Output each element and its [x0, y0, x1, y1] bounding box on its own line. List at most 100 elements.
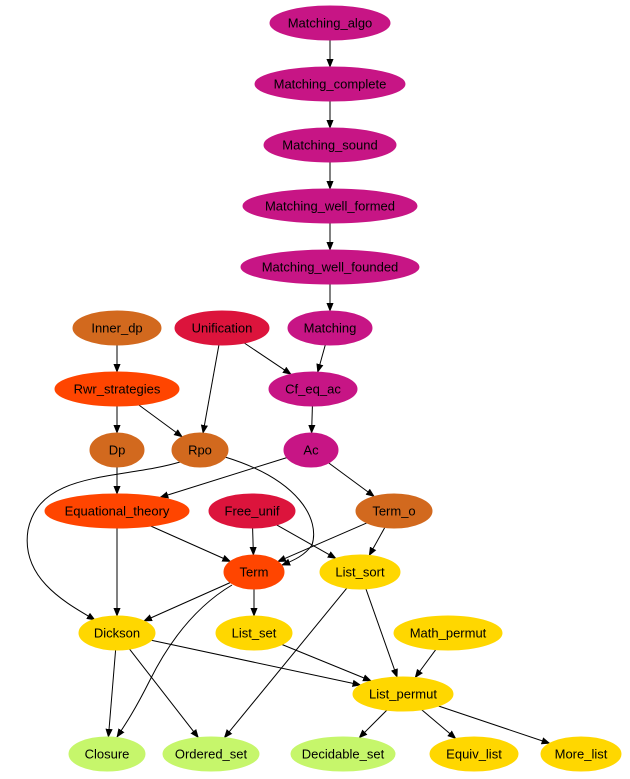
edge-dickson-to-list-permut [151, 639, 362, 687]
node-rpo: Rpo [171, 432, 229, 468]
node-shape [44, 493, 190, 529]
node-matching-algo: Matching_algo [269, 5, 391, 41]
node-label: Ac [303, 443, 319, 458]
node-label: Rpo [188, 443, 212, 458]
node-shape [269, 5, 391, 41]
node-label: Matching_algo [288, 16, 373, 31]
node-ac: Ac [283, 432, 339, 468]
edge-list-sort-to-ordered-set [223, 587, 348, 739]
node-term: Term [223, 554, 285, 590]
node-label: Matching_sound [282, 138, 377, 153]
node-shape [254, 66, 406, 102]
edge-term-to-dickson [143, 582, 231, 622]
node-shape [72, 310, 162, 346]
edge-rwr-strategies-to-rpo [138, 404, 183, 438]
edges-layer [26, 40, 551, 745]
node-more-list: More_list [540, 736, 622, 772]
node-label: Decidable_set [302, 747, 385, 762]
node-free-unif: Free_unif [208, 493, 296, 529]
edge-term-o-to-list-sort [368, 527, 386, 557]
node-label: Rwr_strategies [74, 382, 161, 397]
node-shape [223, 554, 285, 590]
edge-list-permut-to-more-list [438, 705, 551, 745]
node-label: List_sort [335, 565, 385, 580]
node-shape [352, 676, 454, 712]
node-matching-well-formed: Matching_well_formed [242, 188, 418, 224]
node-label: More_list [555, 747, 608, 762]
node-matching-complete: Matching_complete [254, 66, 406, 102]
node-label: Matching_complete [274, 77, 387, 92]
node-label: Cf_eq_ac [285, 382, 341, 397]
node-closure: Closure [68, 736, 146, 772]
node-term-o: Term_o [355, 493, 433, 529]
node-shape [162, 736, 260, 772]
edge-rpo-to-term [224, 456, 315, 566]
node-shape [287, 310, 373, 346]
node-label: Equiv_list [446, 747, 502, 762]
node-shape [290, 736, 396, 772]
node-label: Matching_well_formed [265, 199, 395, 214]
node-label: Free_unif [225, 504, 280, 519]
node-list-sort: List_sort [319, 554, 401, 590]
node-label: Inner_dp [91, 321, 142, 336]
edge-list-set-to-list-permut [281, 644, 372, 682]
edge-list-permut-to-equiv-list [421, 709, 457, 740]
node-list-set: List_set [215, 615, 293, 651]
edge-unification-to-cf-eq-ac [244, 342, 292, 375]
edge-unification-to-rpo [200, 344, 220, 434]
edge-free-unif-to-list-sort [276, 524, 337, 559]
node-equational-theory: Equational_theory [44, 493, 190, 529]
node-shape [242, 188, 418, 224]
node-unification: Unification [174, 310, 270, 346]
node-cf-eq-ac: Cf_eq_ac [268, 371, 358, 407]
node-matching: Matching [287, 310, 373, 346]
node-ordered-set: Ordered_set [162, 736, 260, 772]
node-shape [89, 432, 145, 468]
node-decidable-set: Decidable_set [290, 736, 396, 772]
node-shape [393, 615, 503, 651]
node-label: Unification [192, 321, 253, 336]
edge-term-to-closure [116, 584, 233, 738]
node-shape [429, 736, 519, 772]
edge-term-o-to-term [276, 522, 367, 563]
node-shape [263, 127, 397, 163]
node-label: Equational_theory [65, 504, 170, 519]
node-shape [174, 310, 270, 346]
node-label: Closure [85, 747, 130, 762]
node-label: Term [240, 565, 269, 580]
node-label: Ordered_set [175, 747, 248, 762]
edge-free-unif-to-term [249, 527, 257, 556]
node-shape [319, 554, 401, 590]
node-list-permut: List_permut [352, 676, 454, 712]
node-label: List_set [232, 626, 277, 641]
edge-math-permut-to-list-permut [414, 649, 437, 679]
node-label: Matching [304, 321, 357, 336]
node-equiv-list: Equiv_list [429, 736, 519, 772]
node-shape [215, 615, 293, 651]
node-dickson: Dickson [78, 615, 156, 651]
node-shape [240, 249, 420, 285]
node-shape [68, 736, 146, 772]
nodes-layer: Matching_algoMatching_completeMatching_s… [44, 5, 622, 772]
edge-rpo-to-dickson [26, 461, 181, 621]
node-dp: Dp [89, 432, 145, 468]
node-matching-well-founded: Matching_well_founded [240, 249, 420, 285]
node-label: Term_o [372, 504, 415, 519]
node-shape [283, 432, 339, 468]
node-label: List_permut [369, 687, 437, 702]
node-label: Math_permut [410, 626, 487, 641]
node-shape [540, 736, 622, 772]
edge-ac-to-equational-theory [159, 457, 287, 499]
edge-list-sort-to-list-permut [365, 588, 398, 678]
node-matching-sound: Matching_sound [263, 127, 397, 163]
node-label: Dickson [94, 626, 140, 641]
edge-cf-eq-ac-to-ac [308, 405, 316, 434]
node-shape [355, 493, 433, 529]
node-math-permut: Math_permut [393, 615, 503, 651]
node-inner-dp: Inner_dp [72, 310, 162, 346]
node-label: Dp [109, 443, 126, 458]
edge-equational-theory-to-term [150, 525, 232, 562]
edge-dickson-to-ordered-set [129, 648, 199, 739]
node-shape [54, 371, 180, 407]
